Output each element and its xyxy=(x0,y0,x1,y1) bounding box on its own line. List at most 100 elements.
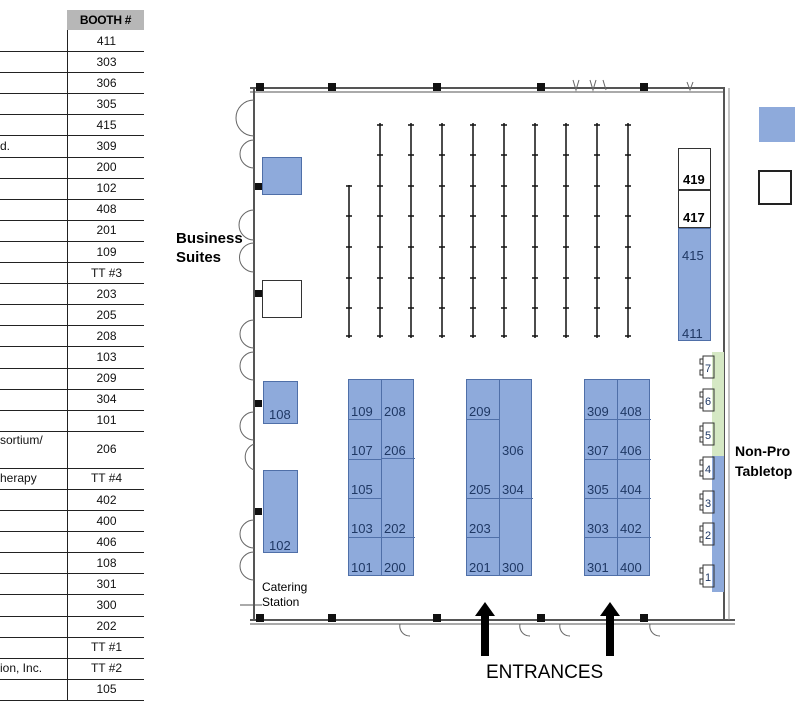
table-row: TT #3 xyxy=(0,262,144,285)
table-row: 411 xyxy=(0,30,144,53)
booth-number: TT #2 xyxy=(67,657,145,679)
booth-label: 417 xyxy=(683,210,705,225)
booth-label: 301 xyxy=(587,560,609,575)
table-row: 208 xyxy=(0,325,145,348)
exhibitor-name: d. xyxy=(0,139,11,154)
business-suite-white xyxy=(262,280,302,318)
booth-417: 417 xyxy=(678,190,711,228)
tabletop-desk: 5 xyxy=(699,422,715,446)
table-row: 306 xyxy=(0,72,145,95)
table-row: 205 xyxy=(0,304,145,327)
legend-blue-swatch xyxy=(759,107,795,142)
booth-label: 303 xyxy=(587,521,609,536)
table-row: ion, Inc.TT #2 xyxy=(0,657,145,680)
booth-number: 208 xyxy=(67,325,145,347)
booth-label: 109 xyxy=(351,404,373,419)
booth-number: 102 xyxy=(67,177,145,199)
booth-label: 208 xyxy=(384,404,406,419)
booth-divider xyxy=(467,537,500,538)
booth-label: 304 xyxy=(502,482,524,497)
table-row: 105 xyxy=(0,678,145,701)
tabletop-desk: 4 xyxy=(699,456,715,480)
booth-label: 415 xyxy=(682,248,704,263)
booth-number: 200 xyxy=(67,156,145,178)
booth-divider xyxy=(618,498,651,499)
catering-station-label: Catering Station xyxy=(262,580,308,609)
booth-number: TT #1 xyxy=(67,636,145,658)
tabletop-strip-blue xyxy=(712,456,724,592)
booth-label: 411 xyxy=(682,326,703,341)
booth-number: 109 xyxy=(67,241,145,263)
booth-number: 203 xyxy=(67,283,145,305)
table-row: 108 xyxy=(0,552,144,575)
booth-divider xyxy=(467,419,500,420)
booth-divider xyxy=(349,537,382,538)
booth-415-411: 415 411 xyxy=(678,228,711,341)
table-row: 400 xyxy=(0,510,144,533)
table-row: 301 xyxy=(0,573,145,596)
booth-label: 201 xyxy=(469,560,491,575)
booth-divider xyxy=(349,419,382,420)
booth-419: 419 xyxy=(678,148,711,190)
booth-label: 300 xyxy=(502,560,524,575)
business-suite-blue xyxy=(262,157,302,195)
booth-number: 205 xyxy=(67,304,145,326)
tabletop-label: 4 xyxy=(705,464,711,476)
table-row: 202 xyxy=(0,615,145,638)
booth-divider xyxy=(500,498,533,499)
tabletop-desk: 2 xyxy=(699,522,715,546)
table-row: 203 xyxy=(0,283,145,306)
booth-label: 400 xyxy=(620,560,642,575)
booth-number: 105 xyxy=(67,678,145,700)
booth-divider xyxy=(618,459,651,460)
booth-divider xyxy=(585,419,618,420)
booth-label: 203 xyxy=(469,521,491,536)
exhibitor-name: herapy xyxy=(0,471,37,486)
tabletop-desk: 3 xyxy=(699,490,715,514)
table-row: herapy TT #4 xyxy=(0,467,145,490)
tabletop-label: 2 xyxy=(705,530,711,542)
booth-number: 406 xyxy=(67,531,145,553)
booth-number: 304 xyxy=(67,388,145,410)
booth-number: 306 xyxy=(67,72,145,94)
table-row: 303 xyxy=(0,51,144,74)
table-row: 102 xyxy=(0,177,145,200)
booth-label: 419 xyxy=(683,172,705,187)
table-row: sortium/206 xyxy=(0,430,144,469)
booth-number: TT #4 xyxy=(67,467,145,489)
booth-column-header: BOOTH # xyxy=(67,10,144,30)
booth-number: 202 xyxy=(67,615,145,637)
table-row: 201 xyxy=(0,219,144,242)
legend-white-swatch xyxy=(758,170,792,205)
table-row: 415 xyxy=(0,114,144,137)
exhibitor-name: sortium/ xyxy=(0,432,43,447)
booth-number: 209 xyxy=(67,367,145,389)
booth-label: 105 xyxy=(351,482,373,497)
booth-divider xyxy=(585,459,618,460)
booth-label: 307 xyxy=(587,443,609,458)
booth-label: 404 xyxy=(620,482,642,497)
booth-divider xyxy=(617,380,618,575)
booth-label: 209 xyxy=(469,404,491,419)
booth-divider xyxy=(585,498,618,499)
booth-divider xyxy=(349,498,382,499)
booth-divider xyxy=(381,380,382,575)
booth-label: 107 xyxy=(351,443,373,458)
booth-number: 305 xyxy=(67,93,145,115)
tabletop-desk: 1 xyxy=(699,564,715,588)
booth-number: 408 xyxy=(67,198,145,220)
booth-label: 202 xyxy=(384,521,406,536)
tabletop-label: 5 xyxy=(705,430,711,442)
booth-number: 301 xyxy=(67,573,145,595)
table-row: 101 xyxy=(0,409,145,432)
tabletop-desk: 6 xyxy=(699,388,715,412)
booth-number: 101 xyxy=(67,409,145,431)
booth-label: 103 xyxy=(351,521,373,536)
table-row: d.309 xyxy=(0,135,144,158)
